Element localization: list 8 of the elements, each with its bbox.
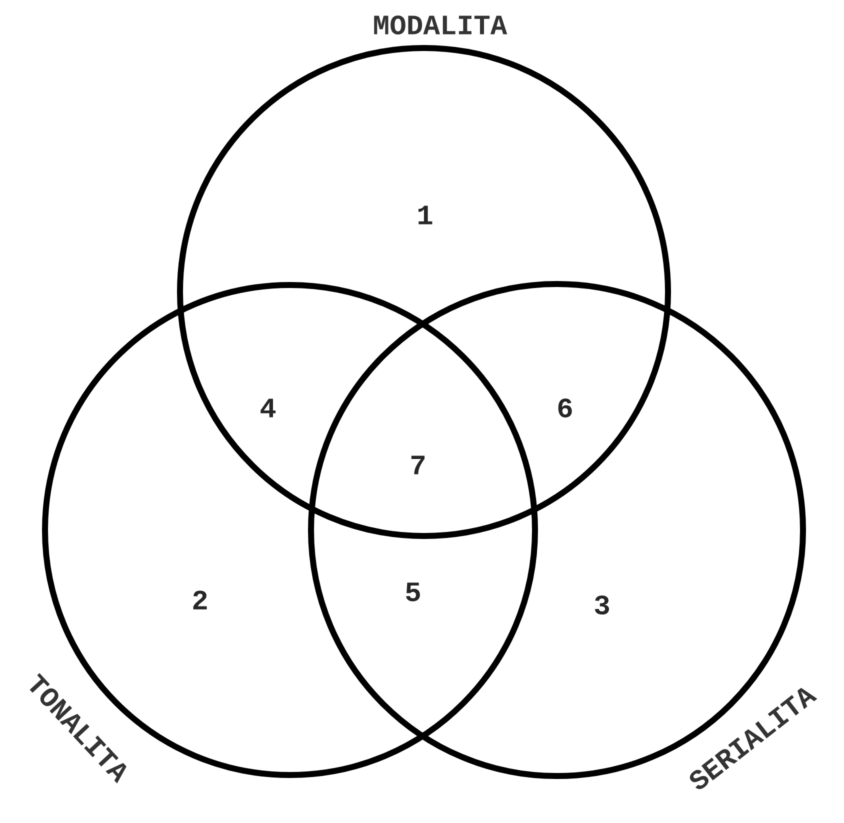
region-number: 3 (594, 595, 609, 615)
region-number: 4 (260, 398, 276, 418)
set-label: MODALITA (374, 16, 508, 34)
region-number: 1 (418, 206, 432, 224)
region-number: 6 (558, 398, 572, 418)
region-number: 5 (406, 582, 420, 602)
region-number: 2 (193, 590, 207, 610)
region-number: 7 (411, 456, 425, 474)
